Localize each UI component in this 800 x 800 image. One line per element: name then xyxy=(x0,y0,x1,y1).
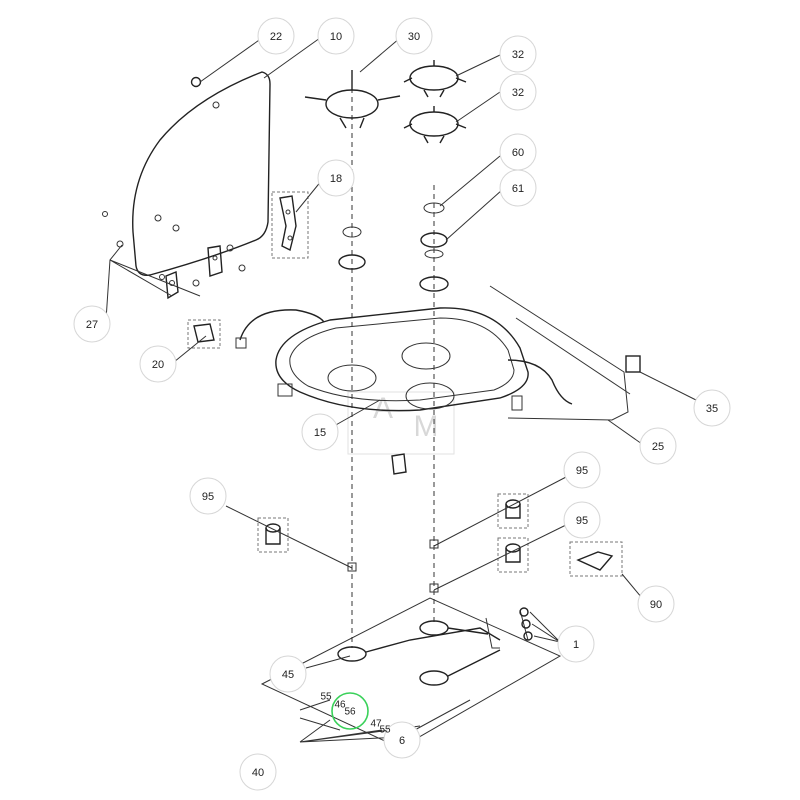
svg-text:45: 45 xyxy=(282,669,294,681)
callout-20: 20 xyxy=(139,345,177,383)
svg-text:30: 30 xyxy=(408,31,420,43)
callouts: 22 10 30 32 32 60 61 18 27 20 15 35 25 9… xyxy=(73,17,731,791)
callout-22: 22 xyxy=(257,17,295,55)
watermark: A M xyxy=(347,391,455,455)
svg-text:15: 15 xyxy=(314,427,326,439)
sheet-outline-25 xyxy=(489,285,631,421)
callout-95-left: 95 xyxy=(189,477,227,515)
valve-90 xyxy=(569,541,623,577)
svg-text:56: 56 xyxy=(344,707,356,718)
callout-30: 30 xyxy=(395,17,433,55)
callout-90: 90 xyxy=(637,585,675,623)
svg-text:40: 40 xyxy=(252,767,264,779)
svg-text:1: 1 xyxy=(573,639,579,651)
watermark-letter-a: A xyxy=(373,392,393,425)
callout-95-lower-right: 95 xyxy=(563,501,601,539)
svg-text:60: 60 xyxy=(512,147,524,159)
base-plate xyxy=(260,597,562,749)
hinge-assembly xyxy=(207,191,309,277)
label-55-upper: 55 xyxy=(320,692,332,703)
callout-27: 27 xyxy=(73,305,111,343)
small-fittings xyxy=(347,539,439,593)
burner-caps-right xyxy=(419,202,449,292)
callout-18: 18 xyxy=(317,159,355,197)
label-47: 47 xyxy=(370,719,382,730)
callout-60: 60 xyxy=(499,133,537,171)
label-46: 46 xyxy=(334,700,346,711)
fitting-95-lower-right xyxy=(497,537,529,573)
small-labels: 55 46 47 55 xyxy=(320,692,391,736)
svg-text:35: 35 xyxy=(706,403,718,415)
cable-25 xyxy=(507,359,573,411)
svg-text:20: 20 xyxy=(152,359,164,371)
callout-95-upper-right: 95 xyxy=(563,451,601,489)
fitting-95-left xyxy=(257,517,289,553)
cable-20 xyxy=(187,309,325,349)
callout-10: 10 xyxy=(317,17,355,55)
callout-1: 1 xyxy=(557,625,595,663)
callout-61: 61 xyxy=(499,169,537,207)
assembly-axes xyxy=(351,70,435,648)
svg-text:90: 90 xyxy=(650,599,662,611)
svg-text:6: 6 xyxy=(399,735,405,747)
callout-32-lower: 32 xyxy=(499,73,537,111)
pan-support-32-upper xyxy=(403,60,467,98)
callout-35: 35 xyxy=(693,389,731,427)
watermark-letter-m: M xyxy=(414,410,439,443)
svg-text:22: 22 xyxy=(270,31,282,43)
hinge-left xyxy=(165,271,179,300)
callout-25: 25 xyxy=(639,427,677,465)
callout-15: 15 xyxy=(301,413,339,451)
svg-text:95: 95 xyxy=(202,491,214,503)
glass-lid xyxy=(102,71,271,287)
callout-40: 40 xyxy=(239,753,277,791)
svg-text:18: 18 xyxy=(330,173,342,185)
leader-lines xyxy=(105,37,697,743)
grommet-35 xyxy=(625,355,641,373)
svg-text:10: 10 xyxy=(330,31,342,43)
hob-body xyxy=(275,307,529,412)
svg-text:95: 95 xyxy=(576,515,588,527)
svg-text:61: 61 xyxy=(512,183,524,195)
svg-text:32: 32 xyxy=(512,49,524,61)
callout-32-upper: 32 xyxy=(499,35,537,73)
burner-caps-left xyxy=(338,226,366,270)
callout-45: 45 xyxy=(269,655,307,693)
pan-support-32-lower xyxy=(403,106,467,144)
pan-support-30 xyxy=(304,70,401,129)
svg-text:32: 32 xyxy=(512,87,524,99)
callout-6: 6 xyxy=(383,721,421,759)
label-55-lower: 55 xyxy=(379,725,391,736)
svg-text:25: 25 xyxy=(652,441,664,453)
highlighted-callout-56[interactable]: 56 xyxy=(331,692,369,730)
svg-text:27: 27 xyxy=(86,319,98,331)
svg-text:95: 95 xyxy=(576,465,588,477)
bracket-under-hob xyxy=(391,453,407,475)
fitting-95-upper-right xyxy=(497,493,529,529)
